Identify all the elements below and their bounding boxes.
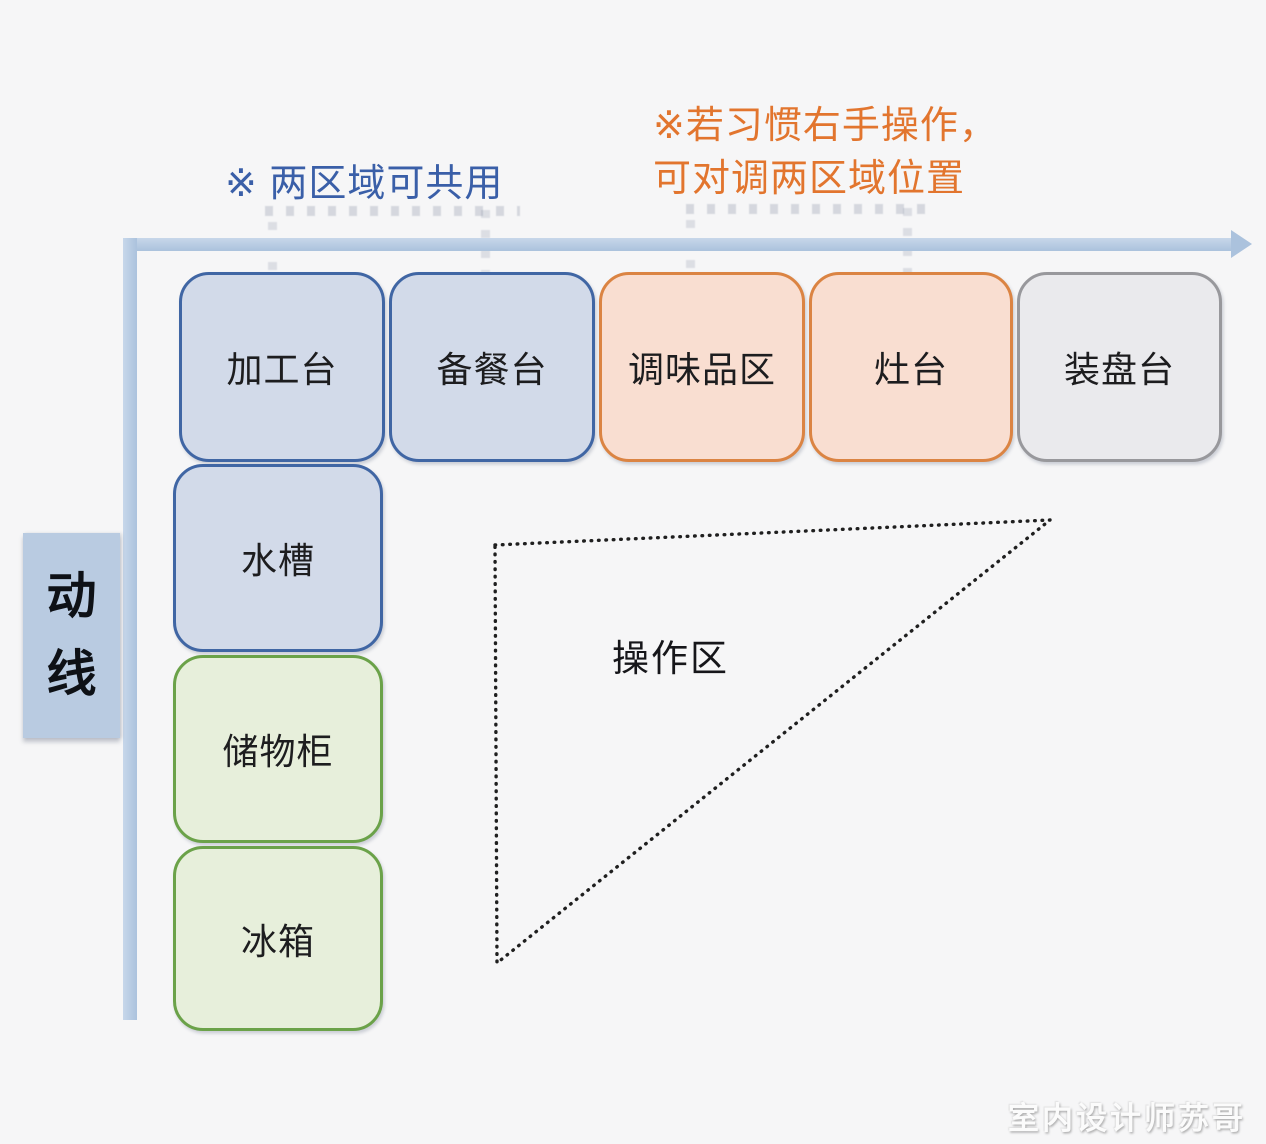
ghost-watermark-row	[265, 206, 520, 216]
shared-zone-note: ※ 两区域可共用	[225, 163, 504, 205]
flow-axis-label-text: 动线	[46, 568, 97, 702]
zone-plating-counter: 装盘台	[1017, 272, 1222, 462]
swap-zone-note-line1: ※若习惯右手操作，	[653, 105, 998, 147]
zone-sink: 水槽	[173, 464, 383, 652]
zone-label: 水槽	[240, 540, 315, 581]
ghost-watermark-row	[686, 204, 934, 214]
zone-label: 冰箱	[240, 920, 315, 962]
flow-arrow	[123, 230, 1252, 258]
swap-zone-note: ※若习惯右手操作， 可对调两区域位置	[653, 100, 998, 206]
work-triangle	[493, 518, 1052, 965]
zone-label: 储物柜	[222, 731, 334, 772]
swap-zone-note-line2: 可对调两区域位置	[653, 158, 966, 200]
zone-refrigerator: 冰箱	[173, 846, 383, 1031]
work-triangle-label: 操作区	[612, 638, 729, 679]
zone-label: 调味品区	[627, 349, 776, 390]
zone-prep-counter: 加工台	[179, 272, 385, 462]
zone-stove: 灶台	[809, 272, 1013, 462]
zone-serving-counter: 备餐台	[389, 272, 595, 462]
zone-storage-cabinet: 储物柜	[173, 655, 383, 843]
zone-label: 备餐台	[436, 349, 548, 390]
zone-label: 装盘台	[1063, 349, 1175, 390]
flow-axis-label: 动线	[23, 533, 120, 738]
author-watermark: 室内设计师苏哥	[1008, 1101, 1246, 1136]
zone-label: 加工台	[226, 349, 338, 390]
zone-label: 灶台	[873, 349, 948, 390]
flow-line-vertical	[123, 238, 137, 1020]
zone-condiment-area: 调味品区	[599, 272, 805, 462]
work-triangle-outline	[493, 518, 1052, 965]
